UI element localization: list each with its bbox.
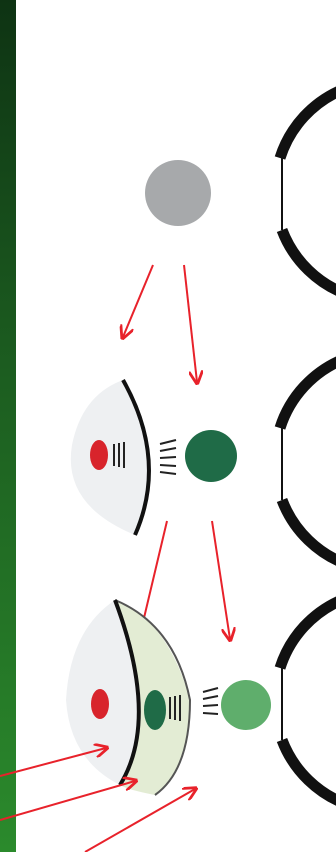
top-cell-center-body	[145, 160, 211, 226]
bottom-small-red-body	[91, 689, 109, 719]
bottom-mid-green-body	[144, 690, 166, 730]
middle-large-green-body	[185, 430, 237, 482]
middle-small-red-body	[90, 440, 108, 470]
bottom-large-green-body	[221, 680, 271, 730]
